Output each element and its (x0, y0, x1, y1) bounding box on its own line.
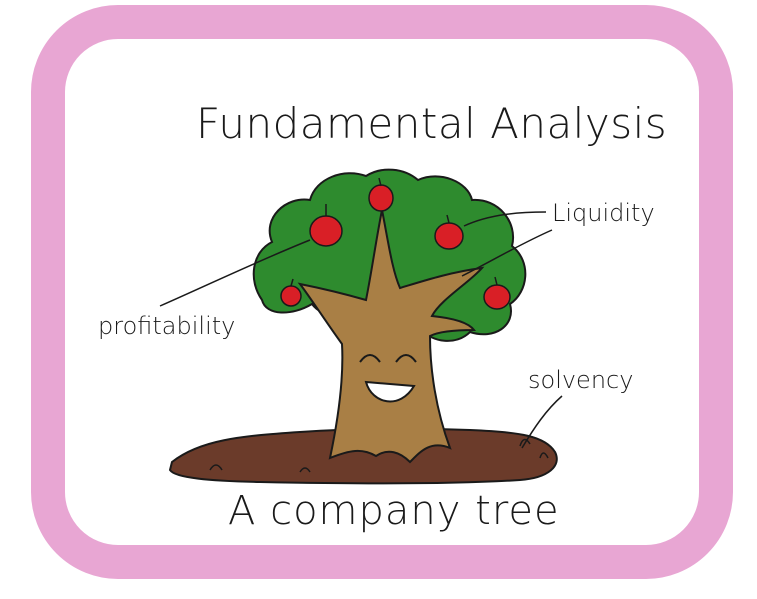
label-solvency: solvency (528, 366, 633, 394)
apple-lower-right (483, 276, 511, 310)
apple-lower-left (280, 278, 302, 307)
label-liquidity: Liquidity (552, 199, 655, 227)
apple-top (368, 177, 394, 212)
solvency-pointer (521, 395, 563, 449)
soil-mound (168, 427, 558, 485)
profitability-pointer (159, 239, 311, 307)
smiling-mouth (364, 380, 416, 403)
apple-right (434, 214, 464, 250)
diagram-title: Fundamental Analysis (196, 99, 667, 148)
pink-frame (31, 5, 733, 579)
right-eye (395, 354, 417, 363)
left-eye (359, 354, 381, 363)
caption: A company tree (228, 488, 560, 534)
liquidity-pointer-1 (463, 211, 547, 227)
label-profitability: profitability (98, 312, 235, 340)
liquidity-pointer-2 (461, 229, 553, 277)
apple-left (309, 204, 343, 247)
soil-tufts (209, 438, 549, 473)
